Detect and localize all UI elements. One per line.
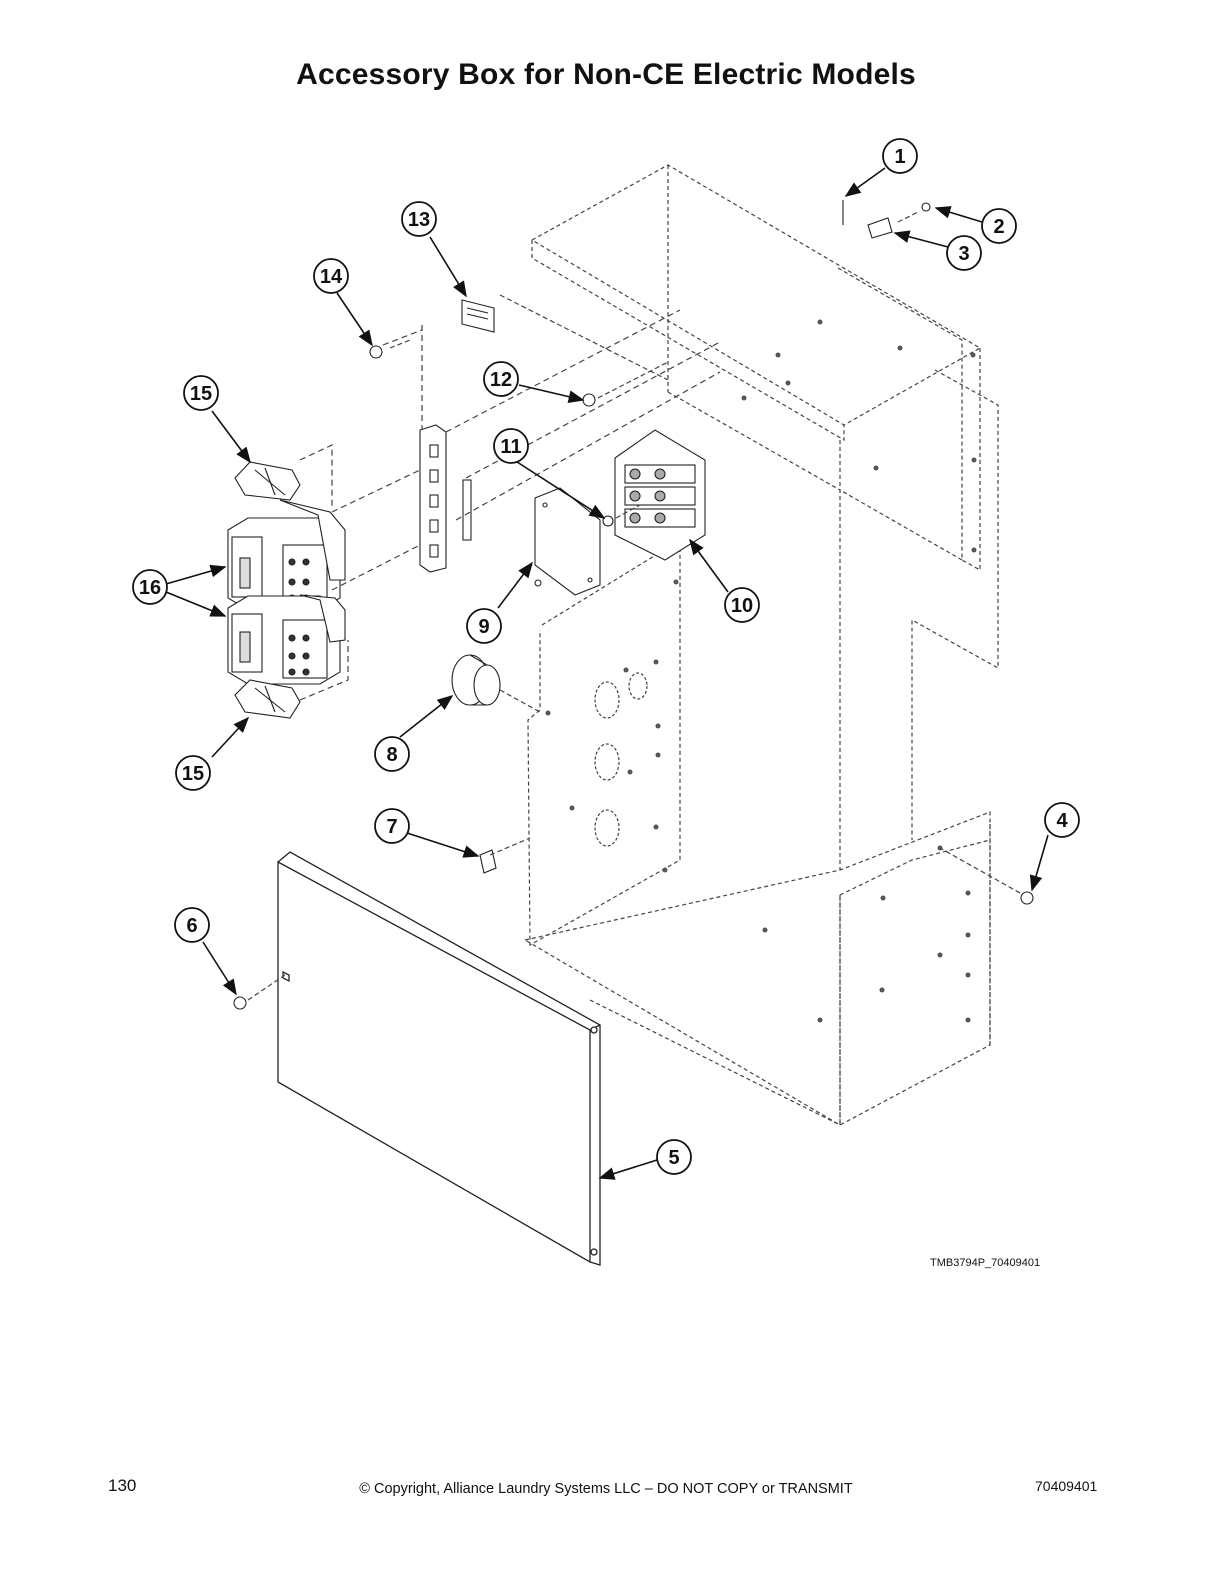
callout-2: 2 xyxy=(993,216,1004,238)
terminal-cover-plate xyxy=(534,487,601,596)
callout-15-lower: 15 xyxy=(182,763,204,785)
copyright-notice: © Copyright, Alliance Laundry Systems LL… xyxy=(359,1481,853,1497)
contactor-assembly xyxy=(227,461,346,719)
document-number: 70409401 xyxy=(1035,1478,1098,1494)
callout-4: 4 xyxy=(1056,810,1068,832)
callout-labels: 1 2 3 4 5 6 7 8 9 10 11 12 13 14 15 15 1… xyxy=(139,146,1069,1169)
callout-circles xyxy=(132,138,1080,1175)
page-title: Accessory Box for Non-CE Electric Models xyxy=(296,58,916,91)
callout-7: 7 xyxy=(386,816,397,838)
callout-15-upper: 15 xyxy=(190,383,212,405)
cover-panel xyxy=(277,851,601,1266)
callout-1: 1 xyxy=(894,146,905,168)
contactor-assembly-dash-lines xyxy=(299,309,721,701)
callout-14: 14 xyxy=(320,266,343,288)
page-number: 130 xyxy=(108,1476,137,1495)
callout-16: 16 xyxy=(139,577,161,599)
callout-13: 13 xyxy=(408,209,430,231)
callout-leaders xyxy=(165,167,1049,1180)
din-rail xyxy=(419,424,472,573)
callout-3: 3 xyxy=(958,243,969,265)
callout-12: 12 xyxy=(490,369,512,391)
callout-11: 11 xyxy=(500,436,521,458)
accessory-box-enclosure xyxy=(524,164,999,1126)
figure-id: TMB3794P_70409401 xyxy=(930,1257,1041,1269)
callout-8: 8 xyxy=(386,744,397,766)
callout-6: 6 xyxy=(186,915,197,937)
bushing xyxy=(451,654,501,706)
callout-10: 10 xyxy=(731,595,753,617)
mounting-plate-holes xyxy=(594,672,648,847)
small-hardware xyxy=(233,200,1034,1010)
callout-5: 5 xyxy=(668,1147,679,1169)
terminal-block xyxy=(614,429,706,561)
callout-9: 9 xyxy=(478,616,489,638)
